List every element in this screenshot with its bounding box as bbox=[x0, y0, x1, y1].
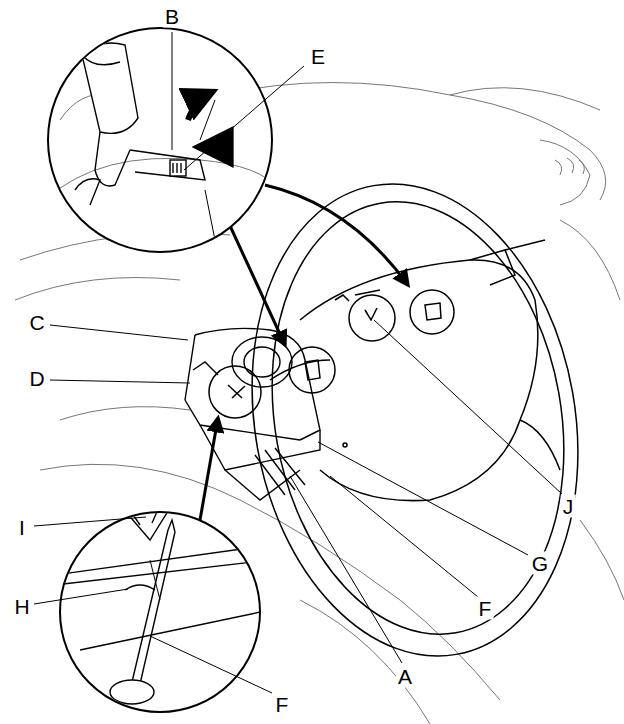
callout-letter: C bbox=[27, 311, 46, 334]
magnified-view bbox=[45, 28, 280, 252]
callout-letter: I bbox=[17, 516, 27, 539]
callout-letter: D bbox=[27, 367, 46, 390]
leader-line bbox=[34, 32, 562, 693]
detail-circle bbox=[209, 290, 454, 418]
column-cover bbox=[185, 328, 320, 500]
callout-letter: F bbox=[477, 597, 494, 620]
callout-letter: G bbox=[530, 552, 550, 575]
callout-letter: E bbox=[309, 45, 327, 68]
callout-letter: B bbox=[163, 5, 181, 28]
view-arrow bbox=[200, 185, 408, 520]
steering-wheel bbox=[216, 158, 614, 682]
callout-letter: F bbox=[274, 693, 291, 716]
callout-letter: H bbox=[12, 595, 31, 618]
callout-letter: J bbox=[561, 495, 576, 518]
callout-letter: A bbox=[396, 665, 414, 688]
magnified-view bbox=[55, 500, 270, 712]
